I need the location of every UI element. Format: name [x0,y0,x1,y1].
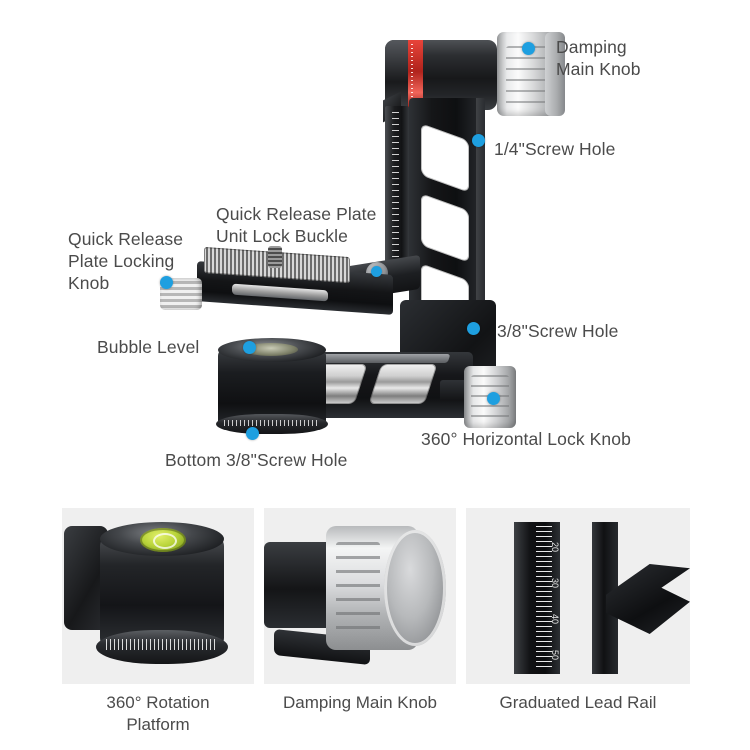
callout-dot-plate-locking-knob [160,276,173,289]
damping-main-knob-cap [545,32,565,116]
detail-caption-rotation-platform: 360° Rotation Platform [106,693,210,734]
detail-caption-damping-knob: Damping Main Knob [282,693,438,712]
callout-label-quarter-screw-hole: 1/4"Screw Hole [494,139,616,159]
callout-label-unit-lock-buckle: Quick Release Plate Unit Lock Buckle [216,204,377,246]
callout-label-damping-main-knob: Damping Main Knob [556,37,641,79]
detail-panel-damping-knob [264,508,456,684]
vertical-arm [409,98,485,330]
detail-caption-lead-rail: Graduated Lead Rail [499,693,657,712]
rotation-platform-top [218,338,326,362]
callout-dot-quarter-screw-hole [472,134,485,147]
rail-fork-branch [606,564,690,634]
rail-number: 20 [550,541,561,553]
horizontal-lock-shaft [440,380,468,414]
product-hero-image: Damping Main Knob 1/4"Screw Hole Quick R… [68,32,641,470]
rail-number: 40 [550,613,561,625]
knob-end-face [384,530,446,646]
graduated-lead-rail [385,106,409,286]
callout-label-bubble-level: Bubble Level [97,337,200,357]
callout-label-bottom-screw-hole: Bottom 3/8"Screw Hole [165,450,348,470]
detail-panel-lead-rail: 20 30 40 50 [466,508,690,684]
callout-dot-horizontal-lock-knob [487,392,500,405]
callout-label-plate-locking-knob: Quick Release Plate Locking Knob [68,229,184,293]
detail-panel-row: 20 30 40 50 360° Rotation Platform Dampi… [0,508,750,750]
quick-release-screw [268,246,282,268]
bubble-level-icon [140,528,186,552]
red-graduation-ring [408,40,423,110]
rail-number: 30 [550,577,561,589]
callout-dot-bottom-screw-hole [246,427,259,440]
rail-number: 50 [550,649,561,661]
arm-cutout [421,123,469,193]
callout-label-three-eighths-screw-hole: 3/8"Screw Hole [497,321,619,341]
arm-window [368,364,438,404]
callout-label-horizontal-lock-knob: 360° Horizontal Lock Knob [421,429,631,449]
detail-panel-rotation-platform [62,508,254,684]
arm-highlight-edge [476,98,485,330]
callout-dot-damping-main-knob [522,42,535,55]
platform-graduation-ring [96,630,228,664]
callout-dot-three-eighths-screw-hole [467,322,480,335]
callout-dot-bubble-level [243,341,256,354]
rail-ticks [536,526,552,670]
rail-numbers: 20 30 40 50 [550,526,566,670]
rotation-graduation-ring [216,414,328,434]
arm-cutout [421,193,469,263]
callout-dot-unit-lock-buckle [371,266,382,277]
